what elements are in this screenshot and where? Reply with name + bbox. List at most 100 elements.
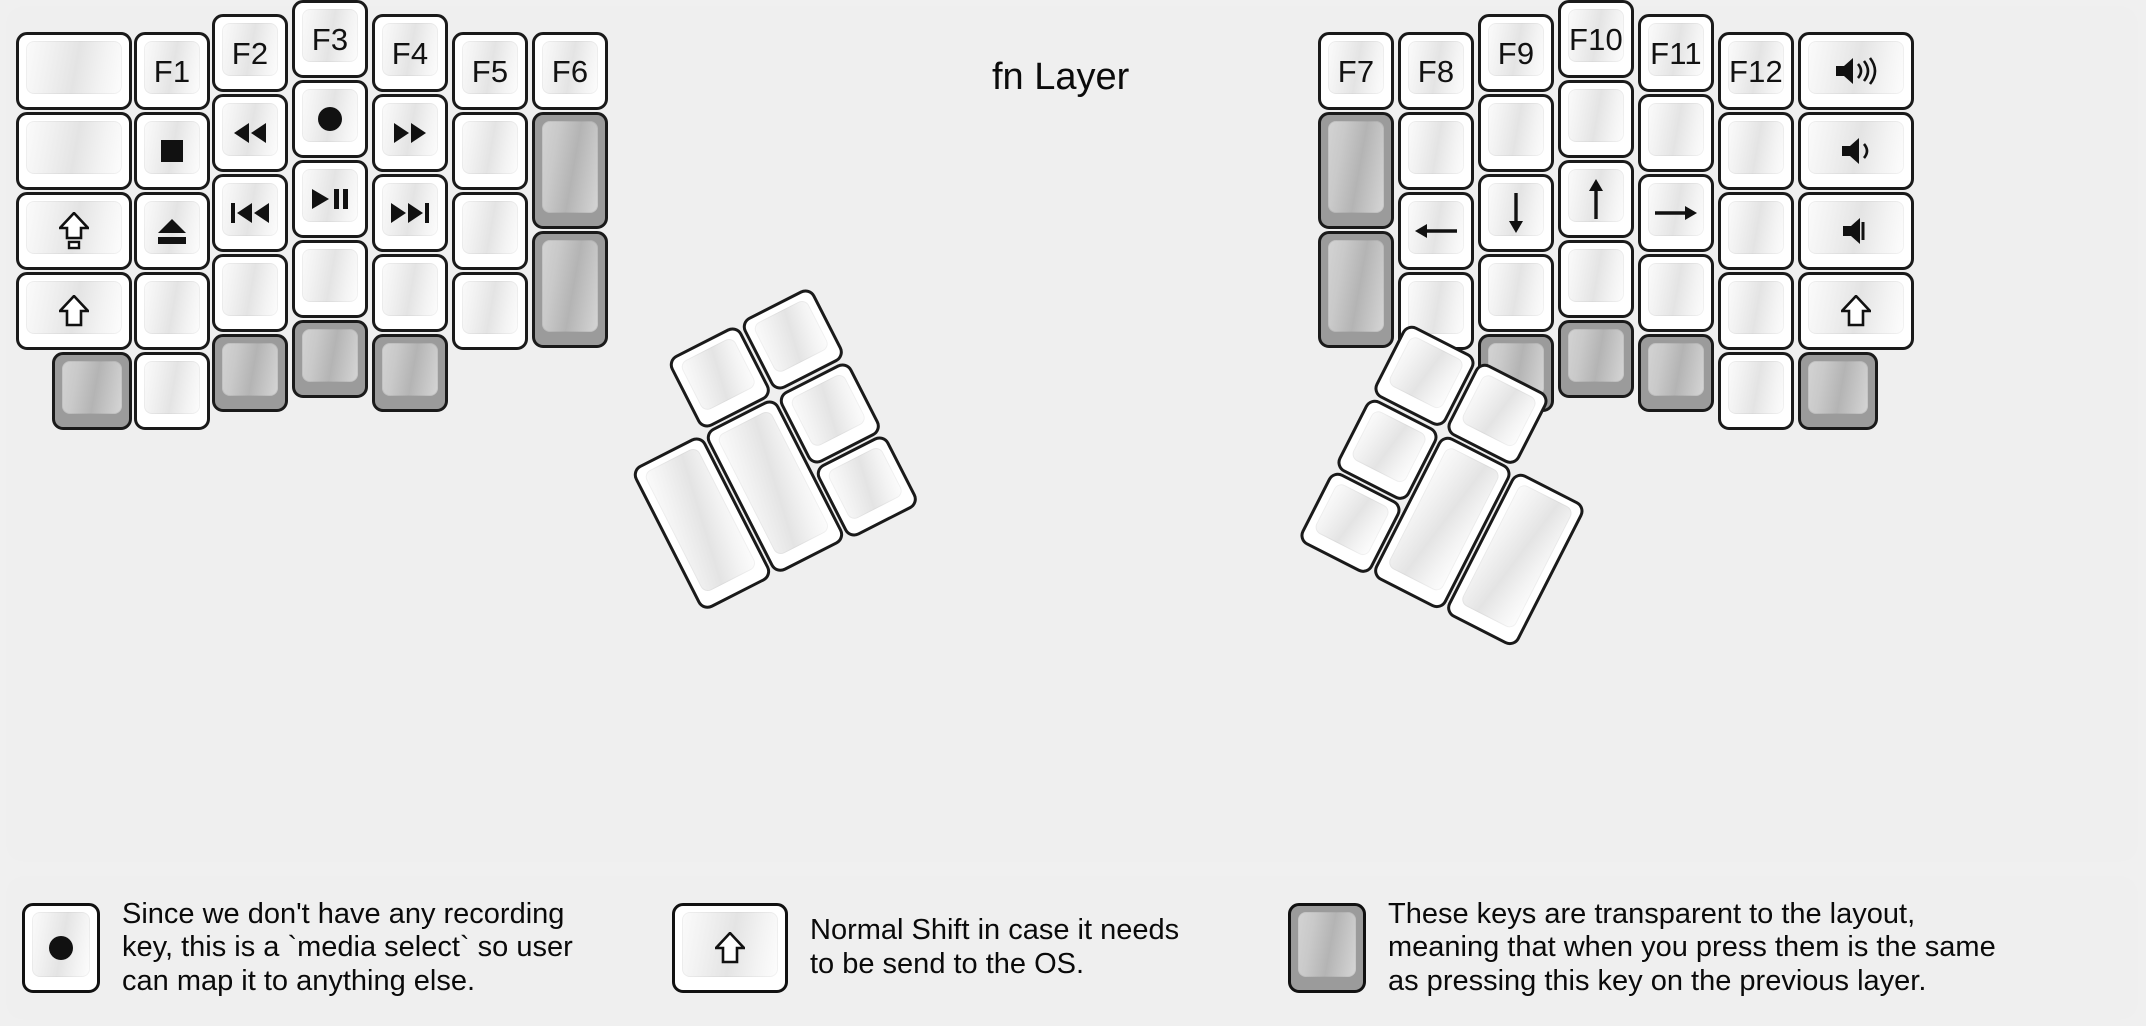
key-blank[interactable] [212,254,288,332]
key-media-stop[interactable] [134,112,210,190]
legend-transparent-key[interactable] [1288,903,1366,993]
keycap-surface [382,343,438,396]
keycap-surface [542,240,598,332]
key-transparent[interactable] [292,320,368,398]
key-blank[interactable] [1558,240,1634,318]
key-arrow-up[interactable] [1558,160,1634,238]
key-f4[interactable]: F4 [372,14,448,92]
keycap-surface [1408,41,1464,94]
key-f5[interactable]: F5 [452,32,528,110]
keycap-surface [382,23,438,76]
key-blank[interactable] [1558,80,1634,158]
keycap-surface [222,183,278,236]
keycap-surface [462,121,518,174]
key-volume-down[interactable] [1798,112,1914,190]
keycap-surface [26,41,122,94]
key-blank[interactable] [292,240,368,318]
legend-frame [6,876,2138,1020]
key-f3[interactable]: F3 [292,0,368,78]
key-f12[interactable]: F12 [1718,32,1794,110]
keycap-surface [1408,281,1464,334]
key-transparent[interactable] [1318,112,1394,229]
key-transparent[interactable] [52,352,132,430]
key-shift-arrow[interactable] [1798,272,1914,350]
keycap-surface [1460,372,1539,449]
key-blank[interactable] [1638,94,1714,172]
keycap-surface [144,201,200,254]
key-f9[interactable]: F9 [1478,14,1554,92]
key-blank[interactable] [1478,94,1554,172]
key-caps-lock-arrow[interactable] [16,192,132,270]
legend-shift-key[interactable] [672,903,788,993]
keycap-surface [1728,41,1784,94]
key-blank[interactable] [452,192,528,270]
key-blank[interactable] [1718,112,1794,190]
key-media-eject[interactable] [134,192,210,270]
key-blank[interactable] [1718,352,1794,430]
key-blank[interactable] [16,32,132,110]
media-record-icon [47,934,75,962]
key-f6[interactable]: F6 [532,32,608,110]
key-transparent[interactable] [1558,320,1634,398]
key-blank[interactable] [1398,112,1474,190]
key-blank[interactable] [1718,272,1794,350]
key-blank[interactable] [452,272,528,350]
key-transparent[interactable] [372,334,448,412]
key-blank[interactable] [372,254,448,332]
keycap-surface [1728,361,1784,414]
key-f1[interactable]: F1 [134,32,210,110]
key-media-record[interactable] [292,80,368,158]
key-blank[interactable] [452,112,528,190]
keycap-surface [751,298,831,375]
key-media-next-track[interactable] [372,174,448,252]
key-volume-up[interactable] [1798,32,1914,110]
keycap-surface [542,41,598,94]
key-blank[interactable] [1638,254,1714,332]
keycap-surface [1488,103,1544,156]
key-transparent[interactable] [532,231,608,348]
keycap-surface [1648,103,1704,156]
key-transparent[interactable] [1798,352,1878,430]
key-blank[interactable] [1478,254,1554,332]
keycap-surface [382,263,438,316]
key-arrow-right[interactable] [1638,174,1714,252]
legend-record-key[interactable] [22,903,100,993]
key-blank[interactable] [1398,272,1474,350]
key-blank[interactable] [1718,192,1794,270]
legend-record-text: Since we don't have any recording key, t… [122,897,573,997]
keycap-surface [542,121,598,213]
key-blank[interactable] [134,352,210,430]
key-f10[interactable]: F10 [1558,0,1634,78]
key-arrow-left[interactable] [1398,192,1474,270]
key-f2[interactable]: F2 [212,14,288,92]
keycap-surface [1386,335,1466,412]
key-transparent[interactable] [212,334,288,412]
key-f8[interactable]: F8 [1398,32,1474,110]
key-shift-arrow[interactable] [16,272,132,350]
key-arrow-down[interactable] [1478,174,1554,252]
page-title: fn Layer [992,56,1130,98]
legend-shift: Normal Shift in case it needs to be send… [672,888,1179,1008]
keycap-surface [302,249,358,302]
keycap-surface [1408,121,1464,174]
key-media-prev-track[interactable] [212,174,288,252]
key-transparent[interactable] [532,112,608,229]
keycap-surface [1728,121,1784,174]
key-volume-mute[interactable] [1798,192,1914,270]
keycap-surface [144,121,200,174]
key-transparent[interactable] [1638,334,1714,412]
key-blank[interactable] [134,272,210,350]
keycap-surface [222,23,278,76]
keycap-surface [1648,23,1704,76]
keycap-surface [1328,41,1384,94]
key-transparent[interactable] [1318,231,1394,348]
key-f7[interactable]: F7 [1318,32,1394,110]
key-media-play-pause[interactable] [292,160,368,238]
key-f11[interactable]: F11 [1638,14,1714,92]
keycap-surface [1488,263,1544,316]
keycap-surface [302,9,358,62]
key-media-fast-forward[interactable] [372,94,448,172]
key-media-rewind[interactable] [212,94,288,172]
key-blank[interactable] [16,112,132,190]
